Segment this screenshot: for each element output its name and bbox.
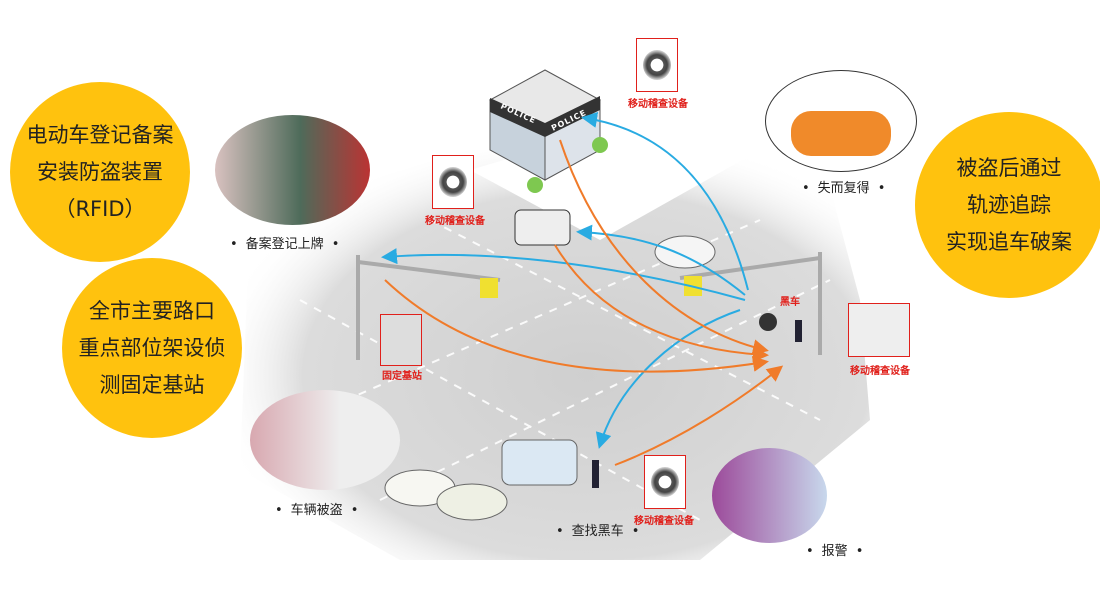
caption-registration: 备案登记上牌 <box>230 233 339 252</box>
caption-search: 查找黑车 <box>556 520 639 539</box>
registration-photo <box>215 115 370 225</box>
white-car <box>654 235 716 269</box>
signal-blue-to-officer <box>595 309 741 449</box>
device-label-station: 移动稽查设备 <box>628 99 688 110</box>
circle-line: 全市主要路口 <box>89 298 215 323</box>
recovered-illustration <box>765 70 917 172</box>
theft-illustration <box>250 390 400 490</box>
fixed-station-photo <box>380 314 422 366</box>
device-badge-car <box>432 155 474 209</box>
stolen-bike-rider <box>759 313 777 331</box>
info-circle-base-stations: 全市主要路口 重点部位架设侦 测固定基站 <box>62 258 242 438</box>
officer-right <box>795 320 802 342</box>
report-illustration <box>712 448 827 543</box>
police-emblem-icon <box>643 50 671 80</box>
info-circle-tracking: 被盗后通过 轨迹追踪 实现追车破案 <box>915 112 1100 298</box>
device-badge-officer-right <box>848 303 910 357</box>
caption-report: 报警 <box>806 540 863 559</box>
police-car <box>514 209 571 246</box>
signal-orange-station <box>559 139 769 356</box>
circle-line: 安装防盗装置 <box>37 159 163 184</box>
circle-line: 测固定基站 <box>99 372 205 397</box>
signal-blue-to-pole <box>381 248 746 301</box>
police-emblem-icon <box>651 467 679 497</box>
device-badge-officer-bottom <box>644 455 686 509</box>
circle-line: （RFID） <box>54 196 146 221</box>
circle-line: 重点部位架设侦 <box>78 335 226 360</box>
signal-orange-car <box>554 244 769 363</box>
fixed-station-label: 固定基站 <box>382 371 422 382</box>
police-emblem-icon <box>439 167 467 197</box>
scooter-shape <box>791 111 891 156</box>
van <box>501 439 578 486</box>
caption-recovered: 失而复得 <box>802 177 885 196</box>
circle-line: 实现追车破案 <box>946 229 1072 254</box>
officer-bottom <box>592 460 599 488</box>
device-label-officer-right: 移动稽查设备 <box>850 366 910 377</box>
device-badge-station <box>636 38 678 92</box>
parked-car-2 <box>436 483 508 521</box>
circle-line: 电动车登记备案 <box>26 122 174 147</box>
device-label-officer-bottom: 移动稽查设备 <box>634 516 694 527</box>
circle-line: 被盗后通过 <box>956 155 1062 180</box>
circle-line: 轨迹追踪 <box>967 192 1051 217</box>
stolen-bike-label: 黑车 <box>780 297 800 308</box>
signal-orange-pole <box>384 279 769 373</box>
info-circle-registration: 电动车登记备案 安装防盗装置 （RFID） <box>10 82 190 262</box>
signal-blue-to-car <box>576 224 746 296</box>
signal-blue-to-station <box>581 112 749 291</box>
traffic-light-left <box>480 278 498 298</box>
caption-stolen: 车辆被盗 <box>275 499 358 518</box>
traffic-pole-right <box>679 252 822 355</box>
traffic-pole-left <box>356 255 501 360</box>
device-label-car: 移动稽查设备 <box>425 216 485 227</box>
signal-orange-officer <box>614 365 784 466</box>
